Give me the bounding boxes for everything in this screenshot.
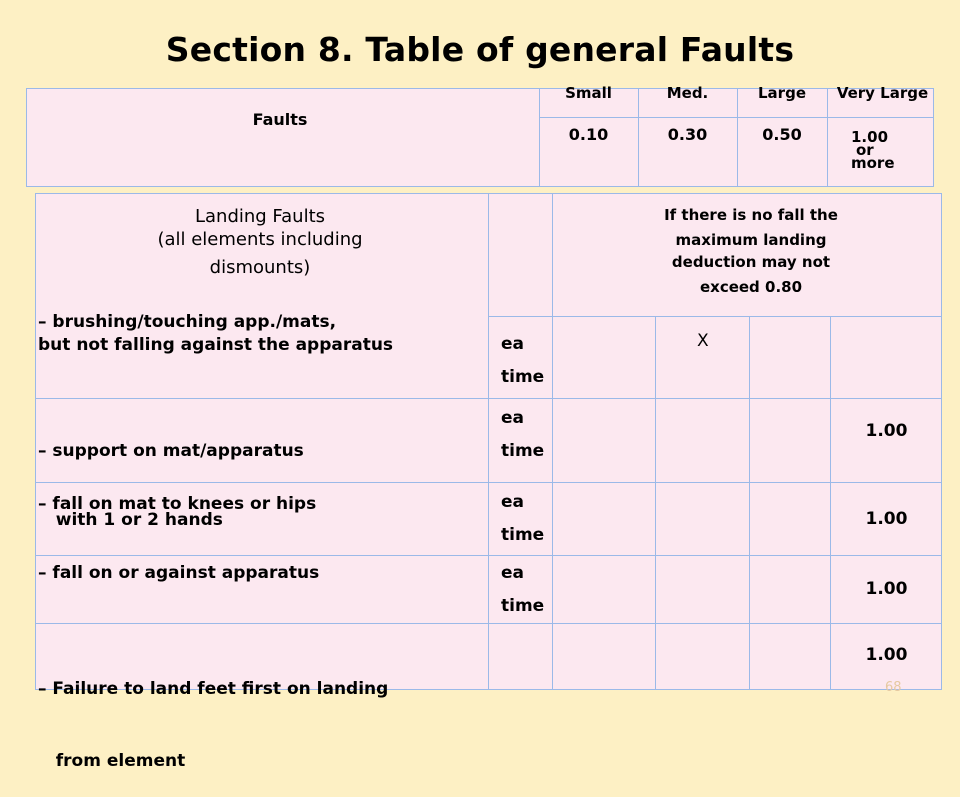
fault-row-unit: ea time <box>501 408 545 461</box>
faults-header-table <box>26 88 934 187</box>
landing-faults-heading: Landing Faults (all elements including d… <box>157 206 363 278</box>
fault-row-unit: ea time <box>501 492 545 545</box>
table-divider <box>830 316 831 690</box>
fault-row-value: 1.00 <box>865 579 908 599</box>
fault-row-value: 1.00 <box>865 509 908 529</box>
column-value-small: 0.10 <box>568 125 609 144</box>
table-divider <box>35 555 942 556</box>
fault-row-mark: X <box>697 331 709 351</box>
fault-row-description: – fall on mat to knees or hips <box>38 494 317 514</box>
column-label-very-large: Very Large <box>836 84 929 102</box>
column-value-large: 0.50 <box>762 125 802 144</box>
header-divider <box>539 117 934 118</box>
fault-row-description: – fall on or against apparatus <box>38 563 320 583</box>
fault-row-description: – brushing/touching app./mats, but not f… <box>38 312 394 355</box>
landing-deduction-note: If there is no fall the maximum landing … <box>664 206 838 296</box>
column-value-med: 0.30 <box>667 125 708 144</box>
table-divider <box>488 193 489 690</box>
table-divider <box>488 316 942 317</box>
fault-row-unit: ea time <box>501 563 545 616</box>
page-number: 68 <box>885 680 902 695</box>
faults-label: Faults <box>252 110 308 129</box>
fault-row-unit: ea time <box>501 334 545 387</box>
fault-row-value: 1.00 <box>865 645 908 665</box>
table-divider <box>749 316 750 690</box>
page-title: Section 8. Table of general Faults <box>165 30 795 69</box>
header-divider <box>638 88 639 187</box>
column-label-small: Small <box>565 84 612 102</box>
column-label-large: Large <box>758 84 806 102</box>
column-value-very-large: 1.00 or more <box>851 128 895 172</box>
fault-row-description: – support on mat/apparatus with 1 or 2 h… <box>38 441 304 530</box>
table-divider <box>655 316 656 690</box>
header-divider <box>827 88 828 187</box>
fault-row-value: 1.00 <box>865 421 908 441</box>
table-divider <box>35 623 942 624</box>
header-divider <box>737 88 738 187</box>
header-divider <box>539 88 540 187</box>
table-divider <box>35 482 942 483</box>
column-label-med: Med. <box>666 84 709 102</box>
fault-row-description: – Failure to land feet first on landing … <box>38 679 389 771</box>
table-divider <box>552 193 553 690</box>
table-divider <box>35 398 942 399</box>
